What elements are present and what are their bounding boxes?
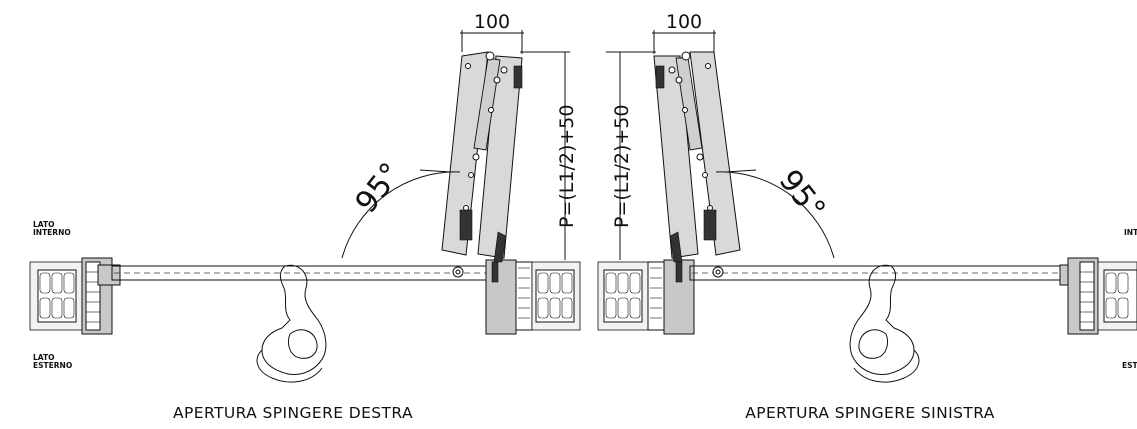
door-closer-arm-2 (653, 51, 741, 263)
door-closer-arm (441, 51, 523, 263)
angle-label: 95° (349, 156, 409, 219)
dimension-projection-label: P=(L1/2)+50 (556, 105, 578, 228)
dimension-projection-label-2: P=(L1/2)+50 (611, 105, 633, 228)
caption-push-left: APERTURA SPINGERE SINISTRA (745, 404, 995, 422)
caption-push-right: APERTURA SPINGERE DESTRA (173, 404, 413, 422)
angle-label-2: 95° (772, 163, 832, 226)
side-label-bottom-line1: LATO (33, 353, 55, 362)
side-label-top-2: INT (1124, 228, 1137, 237)
dimension-width-2: 100 (652, 11, 716, 54)
dimension-width-label: 100 (474, 11, 510, 33)
dimension-width: 100 (460, 11, 524, 54)
dimension-projection-2: P=(L1/2)+50 (606, 51, 656, 260)
person-figure (256, 264, 327, 383)
dimension-width-label-2: 100 (666, 11, 702, 33)
right-wall-section-2 (1059, 257, 1137, 335)
left-wall-section-2 (597, 259, 695, 335)
right-wall-section (485, 259, 581, 335)
side-label-top-line2: INTERNO (33, 228, 71, 237)
diagram-push-right: LATO INTERNO LATO ESTERNO (29, 11, 581, 422)
door-leaf-2 (689, 265, 1069, 281)
dimension-projection: P=(L1/2)+50 (520, 51, 578, 260)
side-label-bottom-line2: ESTERNO (33, 361, 72, 370)
left-wall-section (29, 257, 121, 335)
person-figure-2 (849, 264, 920, 383)
side-label-bottom-2: EST (1122, 361, 1137, 370)
side-label-top-line1: LATO (33, 220, 55, 229)
diagram-push-left: INT EST 100 (597, 11, 1137, 422)
door-leaf (111, 265, 491, 281)
